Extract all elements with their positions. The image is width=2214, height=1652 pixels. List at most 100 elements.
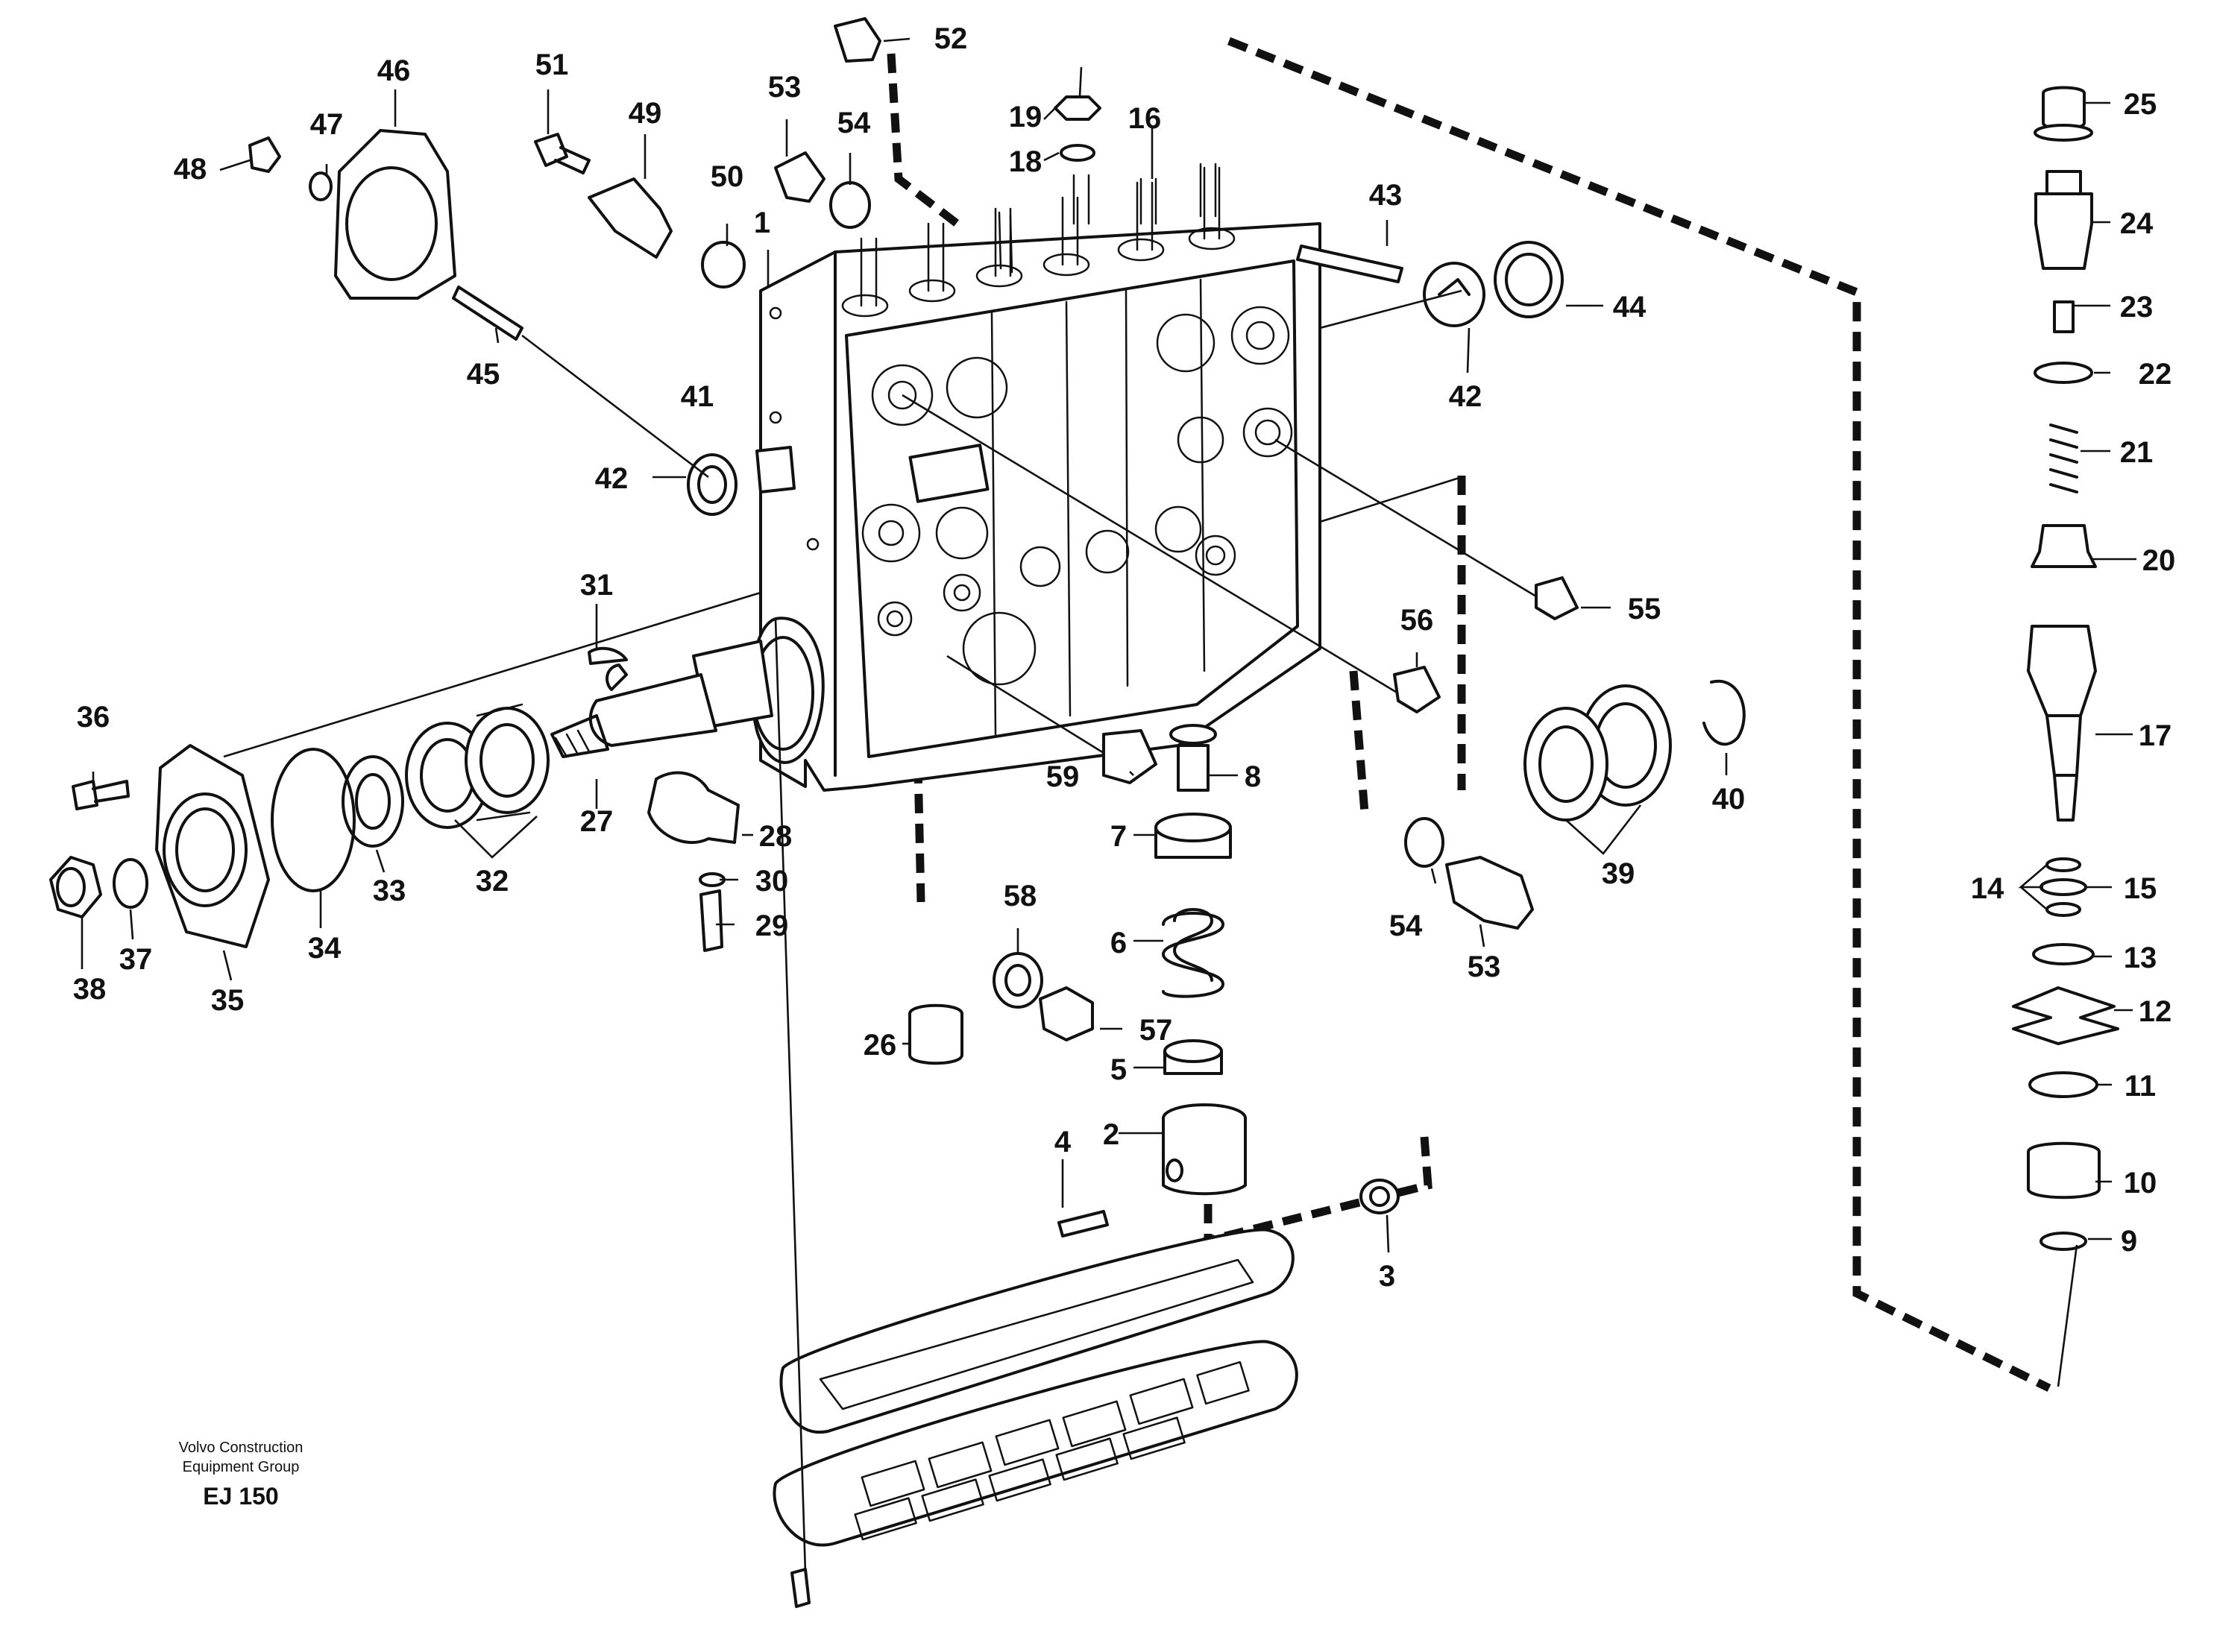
plunger-8 — [1169, 724, 1217, 792]
callout-59: 59 — [1046, 760, 1080, 793]
pin-43 — [1296, 245, 1403, 283]
callout-6: 6 — [1110, 927, 1127, 959]
o-ring-34 — [271, 748, 356, 892]
plug-53-right — [1445, 856, 1534, 930]
washer-37 — [113, 858, 148, 909]
bolt-36 — [72, 780, 130, 810]
callout-16: 16 — [1128, 102, 1162, 135]
plug-44 — [1494, 241, 1564, 318]
screw-bottom — [790, 1568, 811, 1608]
callout-53-right: 53 — [1468, 950, 1501, 983]
washer-50 — [701, 241, 746, 289]
bearing-39 — [1523, 684, 1672, 822]
callout-33: 33 — [373, 874, 406, 907]
gasket-46 — [334, 129, 456, 300]
callout-21: 21 — [2120, 436, 2154, 469]
callout-50: 50 — [711, 160, 744, 193]
plug-55 — [1535, 576, 1579, 620]
callout-4: 4 — [1054, 1126, 1072, 1158]
callout-53-top: 53 — [768, 71, 802, 104]
callout-42-right: 42 — [1449, 380, 1482, 413]
callout-39: 39 — [1602, 857, 1635, 890]
callout-25: 25 — [2124, 88, 2157, 121]
callout-11: 11 — [2125, 1070, 2156, 1103]
callout-18: 18 — [1009, 145, 1042, 178]
callout-13: 13 — [2124, 942, 2157, 974]
callout-5: 5 — [1110, 1053, 1127, 1086]
nut-38 — [49, 856, 102, 918]
washer-58 — [993, 952, 1043, 1009]
callout-44: 44 — [1613, 291, 1647, 324]
bushing-26 — [908, 1003, 963, 1065]
callout-30: 30 — [755, 865, 789, 898]
callout-57: 57 — [1139, 1014, 1173, 1047]
circlip-40 — [1702, 679, 1746, 746]
stud-45 — [452, 286, 523, 341]
cap-52 — [834, 17, 881, 63]
roller-3 — [1359, 1179, 1400, 1214]
washer-54-right — [1404, 817, 1444, 868]
callout-45: 45 — [467, 358, 500, 391]
seal-33 — [342, 755, 404, 848]
callout-27: 27 — [580, 805, 614, 838]
callout-7: 7 — [1110, 820, 1127, 853]
footer-company-line1: Volvo Construction — [179, 1440, 304, 1456]
tappet-2 — [1162, 1103, 1247, 1196]
callout-51: 51 — [535, 48, 569, 81]
callout-54-top: 54 — [837, 107, 871, 139]
nut-19 — [1054, 95, 1101, 121]
callout-43: 43 — [1369, 179, 1403, 212]
callout-26: 26 — [864, 1029, 897, 1062]
washer-18 — [1060, 144, 1095, 162]
ring-42-left — [687, 453, 738, 516]
key-31 — [588, 646, 628, 665]
callout-28: 28 — [759, 820, 793, 853]
bolt-51 — [534, 133, 591, 174]
pin-4 — [1057, 1210, 1109, 1238]
ring-42-right — [1423, 262, 1485, 327]
callout-34: 34 — [308, 932, 342, 965]
spring-seat-5 — [1163, 1039, 1223, 1075]
washer-47 — [309, 171, 333, 201]
plug-59 — [1102, 729, 1157, 784]
callout-35: 35 — [211, 984, 245, 1017]
callout-31: 31 — [580, 569, 614, 602]
leader-lines — [81, 37, 2136, 1574]
callout-3: 3 — [1379, 1260, 1395, 1293]
callout-46: 46 — [377, 54, 411, 87]
spring-6 — [1162, 908, 1224, 998]
camshaft-assembly — [550, 617, 825, 764]
callout-37: 37 — [119, 943, 153, 976]
callout-22: 22 — [2139, 358, 2172, 391]
callout-55: 55 — [1628, 593, 1661, 625]
callout-20: 20 — [2142, 544, 2176, 577]
nut-48 — [248, 136, 281, 173]
callout-40: 40 — [1712, 783, 1746, 816]
callout-17: 17 — [2139, 719, 2172, 752]
gasket-bottom — [779, 1228, 1295, 1434]
callout-49: 49 — [629, 97, 662, 130]
callout-58: 58 — [1004, 880, 1037, 912]
plug-56 — [1393, 666, 1441, 713]
callout-48: 48 — [174, 153, 207, 186]
callout-12: 12 — [2139, 995, 2172, 1028]
cover-plate-bottom — [773, 1340, 1298, 1547]
callout-2: 2 — [1103, 1118, 1119, 1151]
callout-47: 47 — [310, 108, 344, 141]
callout-24: 24 — [2120, 207, 2154, 240]
plug-53-top — [774, 151, 825, 203]
callout-labels: 1 2 3 4 5 6 7 8 9 10 11 12 13 14 15 16 1… — [73, 22, 2176, 1293]
callout-54-right: 54 — [1389, 909, 1423, 942]
callout-41: 41 — [681, 380, 714, 413]
callout-23: 23 — [2120, 291, 2154, 324]
footer-company-line2: Equipment Group — [183, 1459, 300, 1475]
callout-36: 36 — [77, 701, 110, 734]
callout-14: 14 — [1971, 872, 2004, 905]
bolt-29 — [699, 889, 723, 952]
callout-56: 56 — [1400, 604, 1434, 637]
delivery-valve-column — [2012, 86, 2119, 1251]
footer-block: Volvo Construction Equipment Group EJ 15… — [179, 1440, 304, 1510]
bearing-32 — [405, 703, 550, 829]
pump-housing — [759, 163, 1321, 792]
